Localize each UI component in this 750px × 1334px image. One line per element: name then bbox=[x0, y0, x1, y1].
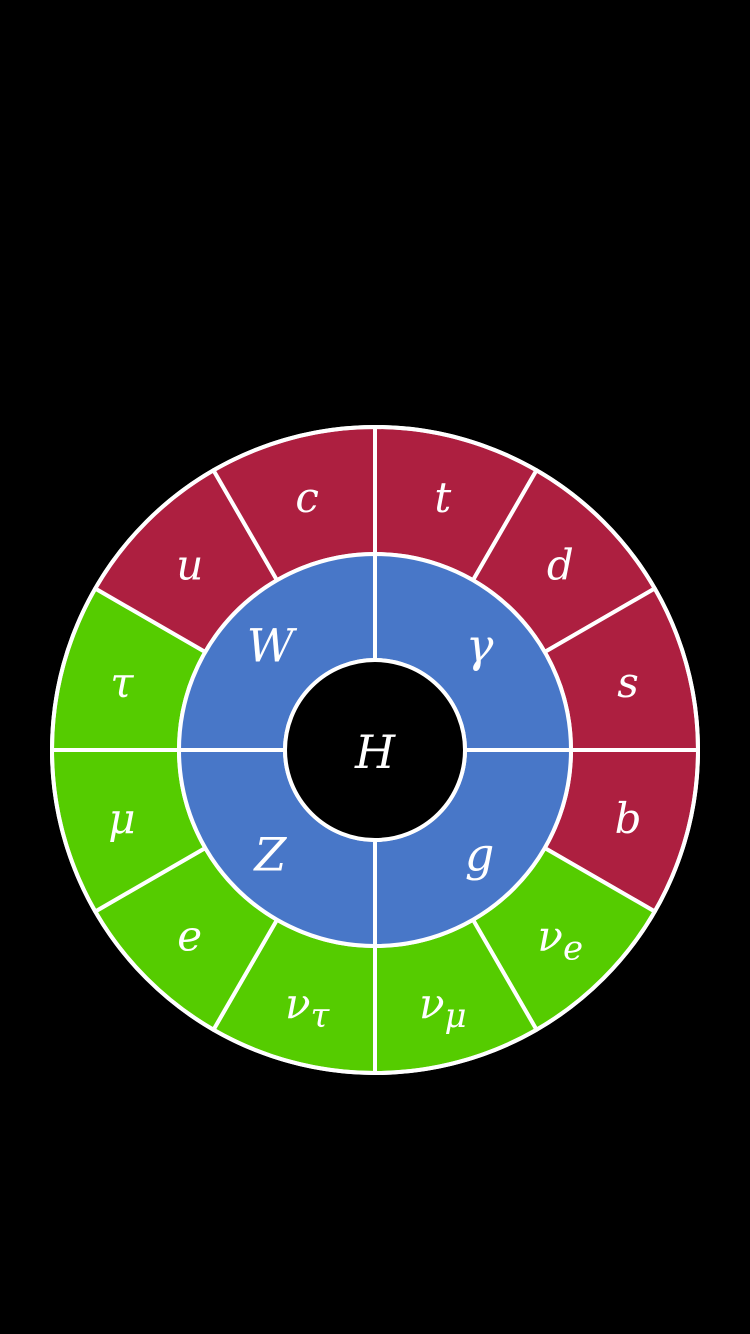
fermion-label-nutau: ντ bbox=[285, 979, 331, 1036]
fermion-label-e-symbol: e bbox=[177, 911, 202, 960]
fermion-label-c-symbol: c bbox=[295, 472, 319, 521]
fermion-label-numu-subscript: μ bbox=[445, 996, 467, 1036]
boson-ring bbox=[177, 552, 573, 948]
fermion-label-u: u bbox=[176, 540, 203, 589]
fermion-label-s: s bbox=[617, 658, 639, 707]
boson-label-w-symbol: W bbox=[247, 618, 298, 672]
higgs-circle bbox=[283, 658, 467, 842]
fermion-label-nutau-symbol: ν bbox=[285, 979, 311, 1028]
fermion-label-t: t bbox=[434, 472, 451, 521]
higgs-core bbox=[283, 658, 467, 842]
fermion-label-tau-symbol: τ bbox=[110, 658, 134, 707]
boson-label-w: W bbox=[247, 618, 298, 672]
fermion-label-mu: μ bbox=[108, 793, 135, 842]
fermion-label-d-symbol: d bbox=[547, 540, 574, 589]
fermion-label-numu-symbol: ν bbox=[419, 979, 445, 1028]
boson-label-g: g bbox=[465, 828, 494, 882]
fermion-label-b-symbol: b bbox=[615, 793, 642, 842]
fermion-label-e: e bbox=[177, 911, 202, 960]
boson-label-g-symbol: g bbox=[465, 828, 494, 882]
fermion-label-tau: τ bbox=[110, 658, 134, 707]
fermion-label-d: d bbox=[547, 540, 574, 589]
fermion-label-nutau-subscript: τ bbox=[311, 996, 331, 1036]
boson-label-z-symbol: Z bbox=[252, 828, 287, 882]
boson-label-gamma: γ bbox=[466, 618, 494, 672]
fermion-label-nue-symbol: ν bbox=[537, 911, 563, 960]
fermion-label-nue: νe bbox=[537, 911, 583, 969]
wheel-rim bbox=[50, 425, 700, 1075]
fermion-label-s-symbol: s bbox=[617, 658, 639, 707]
boson-label-z: Z bbox=[252, 828, 287, 882]
fermion-ring bbox=[50, 425, 700, 1075]
higgs-label: H bbox=[354, 725, 396, 779]
fermion-label-u-symbol: u bbox=[176, 540, 203, 589]
fermion-label-mu-symbol: μ bbox=[108, 793, 135, 842]
fermion-label-numu: νμ bbox=[419, 979, 467, 1036]
fermion-label-t-symbol: t bbox=[434, 472, 451, 521]
boson-label-gamma-symbol: γ bbox=[466, 618, 494, 672]
fermion-label-b: b bbox=[615, 793, 642, 842]
fermion-label-c: c bbox=[295, 472, 319, 521]
fermion-label-nue-subscript: e bbox=[563, 928, 583, 968]
